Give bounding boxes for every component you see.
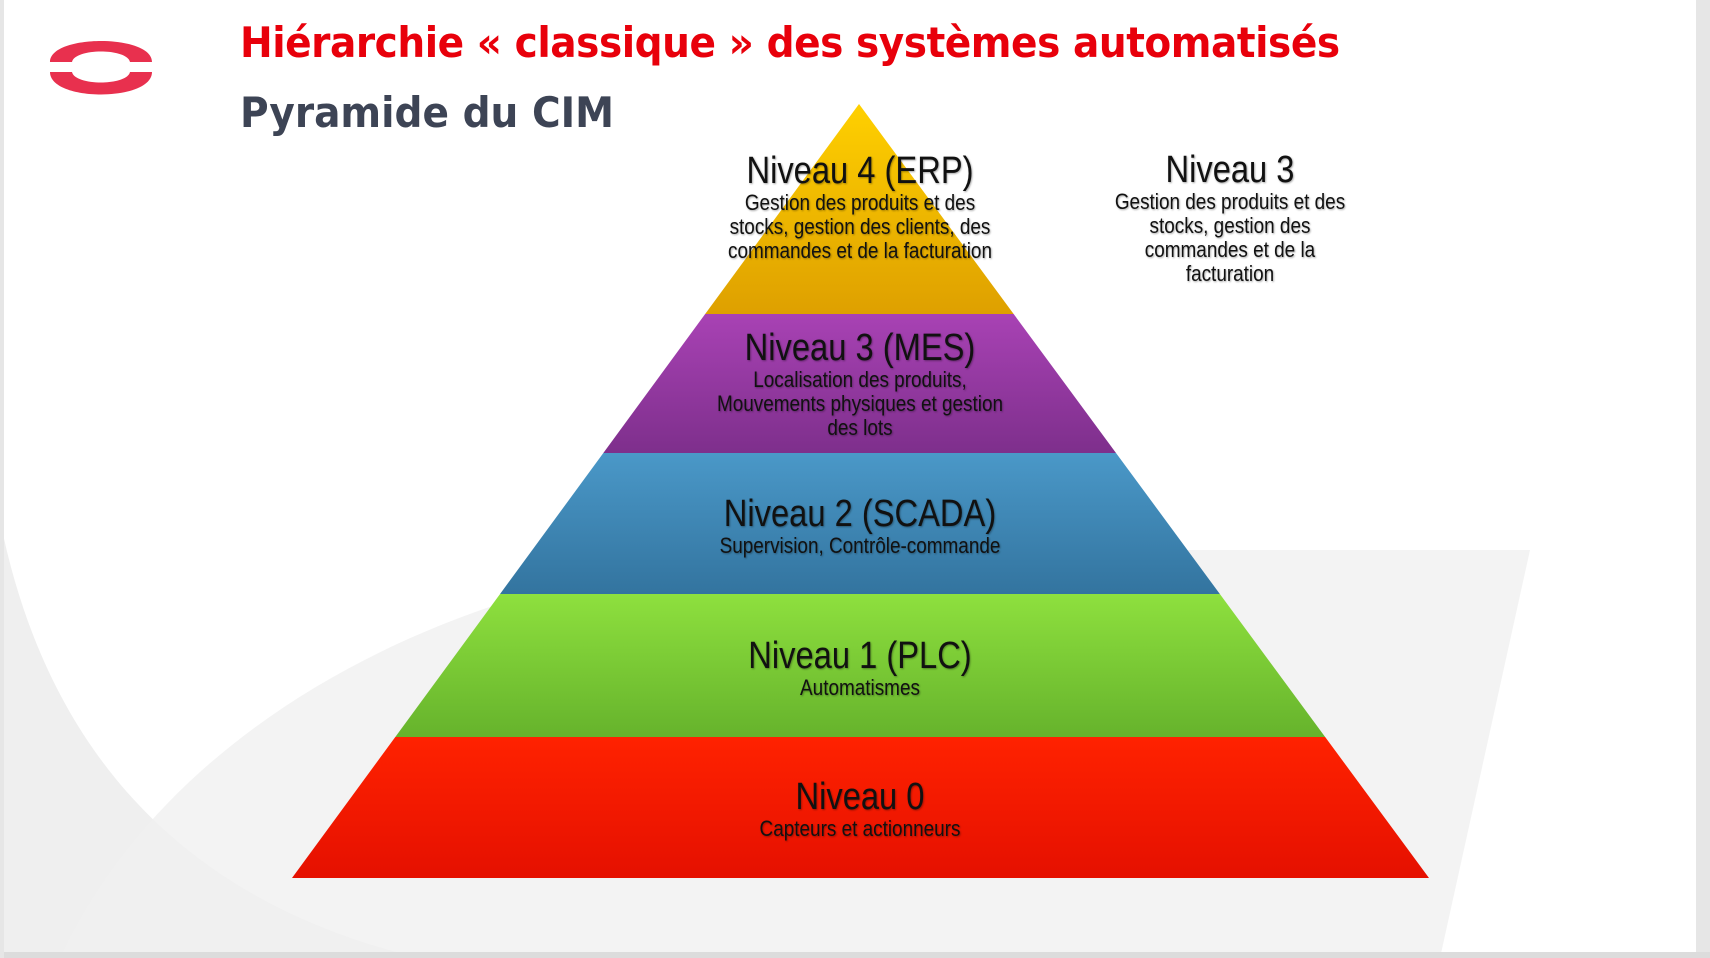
level-1-plc: Niveau 1 (PLC) Automatismes [560,636,1160,700]
level-3-mes: Niveau 3 (MES) Localisation des produits… [560,328,1160,440]
level-4-erp: Niveau 4 (ERP) Gestion des produits et d… [560,151,1160,263]
level-desc: Supervision, Contrôle-commande [719,533,1001,558]
level-name: Niveau 2 (SCADA) [723,493,997,535]
ghost-level-name: Niveau 3 [1165,149,1295,191]
level-name: Niveau 0 [795,776,925,818]
ring-logo-icon [50,41,152,95]
level-0: Niveau 0 Capteurs et actionneurs [560,777,1160,841]
pyramid-band-1 [395,594,1326,737]
level-desc: Automatismes [800,675,920,700]
level-desc: Gestion des produits et des stocks, gest… [728,190,992,263]
level-desc: Capteurs et actionneurs [759,816,961,841]
level-name: Niveau 1 (PLC) [748,635,972,677]
pyramid-band-4 [705,104,1014,314]
pyramid-band-2 [500,453,1220,594]
ghost-level-desc: Gestion des produits et des stocks, gest… [1114,189,1346,286]
slide-subtitle: Pyramide du CIM [240,88,615,137]
level-name: Niveau 4 (ERP) [746,150,974,192]
pyramid-band-0 [292,737,1429,878]
pyramid-band-3 [603,314,1117,453]
level-name: Niveau 3 (MES) [744,327,976,369]
level-2-scada: Niveau 2 (SCADA) Supervision, Contrôle-c… [560,494,1160,558]
level-desc: Localisation des produits, Mouvements ph… [716,367,1004,440]
slide-title: Hiérarchie « classique » des systèmes au… [240,18,1340,67]
ghost-level-text: Niveau 3 Gestion des produits et des sto… [1060,150,1400,286]
